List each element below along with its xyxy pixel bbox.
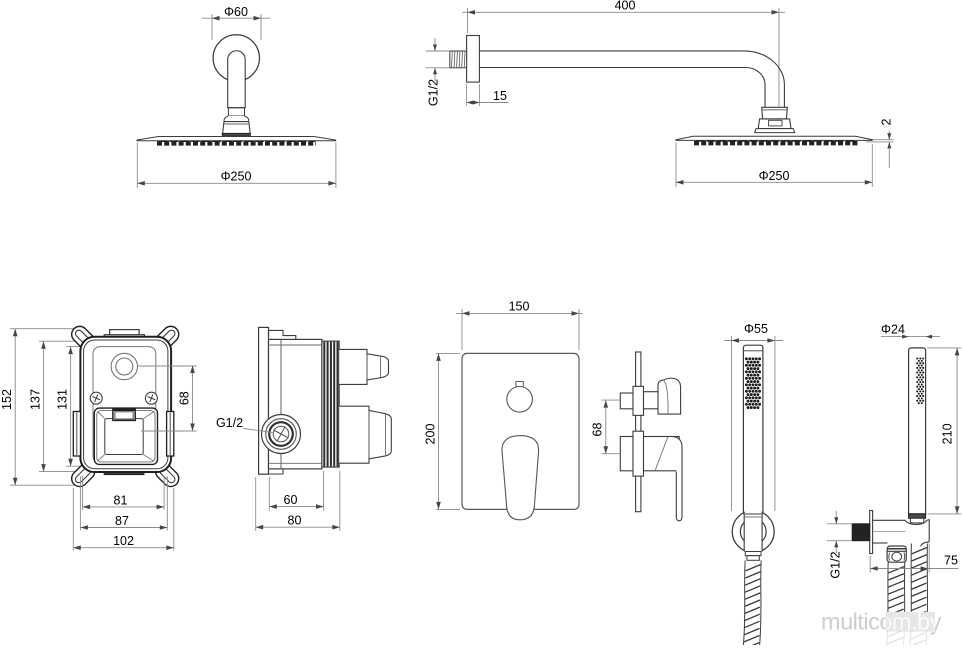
svg-text:G1/2: G1/2 — [216, 416, 243, 430]
svg-text:multicom.by: multicom.by — [821, 609, 942, 635]
svg-text:G1/2: G1/2 — [828, 551, 842, 578]
svg-text:137: 137 — [28, 389, 42, 410]
svg-text:2: 2 — [880, 118, 894, 125]
svg-text:68: 68 — [177, 391, 191, 405]
svg-text:Φ250: Φ250 — [221, 169, 252, 183]
svg-text:102: 102 — [113, 534, 134, 548]
svg-text:131: 131 — [55, 389, 69, 410]
svg-text:81: 81 — [114, 493, 128, 507]
svg-text:200: 200 — [423, 424, 437, 445]
svg-text:Φ24: Φ24 — [881, 323, 905, 337]
svg-text:68: 68 — [591, 423, 605, 437]
svg-text:60: 60 — [284, 493, 298, 507]
svg-text:150: 150 — [509, 300, 530, 314]
svg-text:75: 75 — [944, 554, 958, 568]
svg-text:multicom.by: multicom.by — [821, 609, 942, 635]
svg-text:G1/2: G1/2 — [427, 79, 441, 106]
svg-text:400: 400 — [615, 0, 636, 13]
svg-text:87: 87 — [115, 514, 129, 528]
svg-text:Φ250: Φ250 — [759, 169, 790, 183]
svg-text:15: 15 — [493, 89, 507, 103]
svg-text:152: 152 — [0, 389, 14, 410]
svg-text:210: 210 — [941, 423, 955, 444]
svg-text:80: 80 — [288, 514, 302, 528]
svg-text:Φ60: Φ60 — [224, 5, 248, 19]
svg-text:Φ55: Φ55 — [744, 322, 768, 336]
